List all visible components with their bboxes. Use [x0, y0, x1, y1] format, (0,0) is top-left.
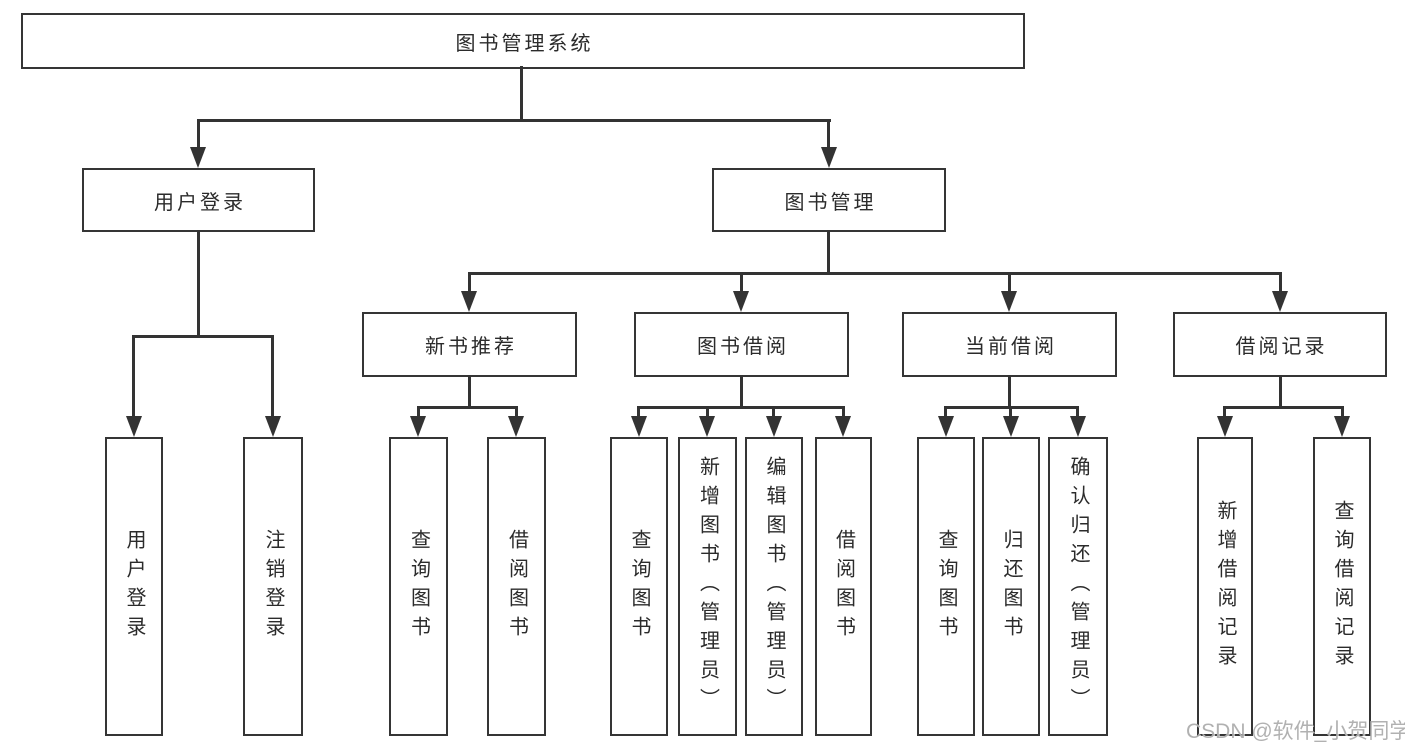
arrowhead-down-icon: [835, 416, 851, 437]
arrowhead-down-icon: [1003, 416, 1019, 437]
leaf-add-borrow-record: 新增借阅记录: [1197, 437, 1253, 736]
connector-stem: [1279, 375, 1282, 409]
leaf-user-login: 用户登录: [105, 437, 163, 736]
node-user-login: 用户登录: [82, 168, 315, 232]
leaf-add-book-admin: 新增图书（管理员）: [678, 437, 737, 736]
connector-shaft: [1076, 406, 1079, 419]
connector-shaft: [271, 335, 274, 420]
connector-shaft: [197, 119, 200, 150]
arrowhead-down-icon: [265, 416, 281, 437]
connector-shaft: [842, 406, 845, 419]
connector-shaft: [1341, 406, 1344, 419]
leaf-return-book: 归还图书: [982, 437, 1040, 736]
node-book-management: 图书管理: [712, 168, 946, 232]
arrowhead-down-icon: [1334, 416, 1350, 437]
connector-shaft: [468, 272, 471, 294]
connector-branch: [468, 272, 1282, 275]
connector-shaft: [706, 406, 709, 419]
arrowhead-down-icon: [461, 291, 477, 312]
csdn-watermark: CSDN @软件_小贺同学: [1186, 720, 1405, 743]
connector-branch: [417, 406, 518, 409]
arrowhead-down-icon: [1070, 416, 1086, 437]
arrowhead-down-icon: [1001, 291, 1017, 312]
connector-shaft: [1279, 272, 1282, 294]
connector-shaft: [944, 406, 947, 419]
connector-branch: [197, 119, 831, 122]
connector-shaft: [772, 406, 775, 419]
arrowhead-down-icon: [508, 416, 524, 437]
arrowhead-down-icon: [1272, 291, 1288, 312]
connector-shaft: [1009, 406, 1012, 419]
node-current-borrowing: 当前借阅: [902, 312, 1117, 377]
connector-shaft: [417, 406, 420, 419]
leaf-query-books-recommend: 查询图书: [389, 437, 448, 736]
node-borrow-records: 借阅记录: [1173, 312, 1387, 377]
connector-shaft: [637, 406, 640, 419]
leaf-confirm-return-admin: 确认归还（管理员）: [1048, 437, 1108, 736]
connector-shaft: [132, 335, 135, 420]
connector-shaft: [1223, 406, 1226, 419]
arrowhead-down-icon: [821, 147, 837, 168]
connector-shaft: [1008, 272, 1011, 294]
node-new-book-recommend: 新书推荐: [362, 312, 577, 377]
leaf-borrow-books-recommend: 借阅图书: [487, 437, 546, 736]
connector-stem: [827, 230, 830, 275]
connector-branch: [132, 335, 274, 338]
connector-shaft: [740, 272, 743, 294]
node-book-borrowing: 图书借阅: [634, 312, 849, 377]
connector-stem: [468, 375, 471, 409]
arrowhead-down-icon: [126, 416, 142, 437]
connector-branch: [637, 406, 844, 409]
arrowhead-down-icon: [733, 291, 749, 312]
arrowhead-down-icon: [190, 147, 206, 168]
leaf-logout: 注销登录: [243, 437, 303, 736]
connector-branch: [1223, 406, 1344, 409]
leaf-edit-book-admin: 编辑图书（管理员）: [745, 437, 803, 736]
arrowhead-down-icon: [766, 416, 782, 437]
connector-stem: [1008, 375, 1011, 409]
arrowhead-down-icon: [631, 416, 647, 437]
connector-stem: [740, 375, 743, 409]
arrowhead-down-icon: [938, 416, 954, 437]
node-library-management-system: 图书管理系统: [21, 13, 1025, 69]
arrowhead-down-icon: [410, 416, 426, 437]
connector-shaft: [515, 406, 518, 419]
connector-stem: [197, 230, 200, 338]
leaf-query-borrow-record: 查询借阅记录: [1313, 437, 1371, 736]
leaf-borrow-books-borrowing: 借阅图书: [815, 437, 872, 736]
arrowhead-down-icon: [1217, 416, 1233, 437]
connector-stem: [520, 66, 523, 121]
arrowhead-down-icon: [699, 416, 715, 437]
connector-shaft: [827, 119, 830, 150]
leaf-query-books-borrowing: 查询图书: [610, 437, 668, 736]
leaf-query-books-current: 查询图书: [917, 437, 975, 736]
